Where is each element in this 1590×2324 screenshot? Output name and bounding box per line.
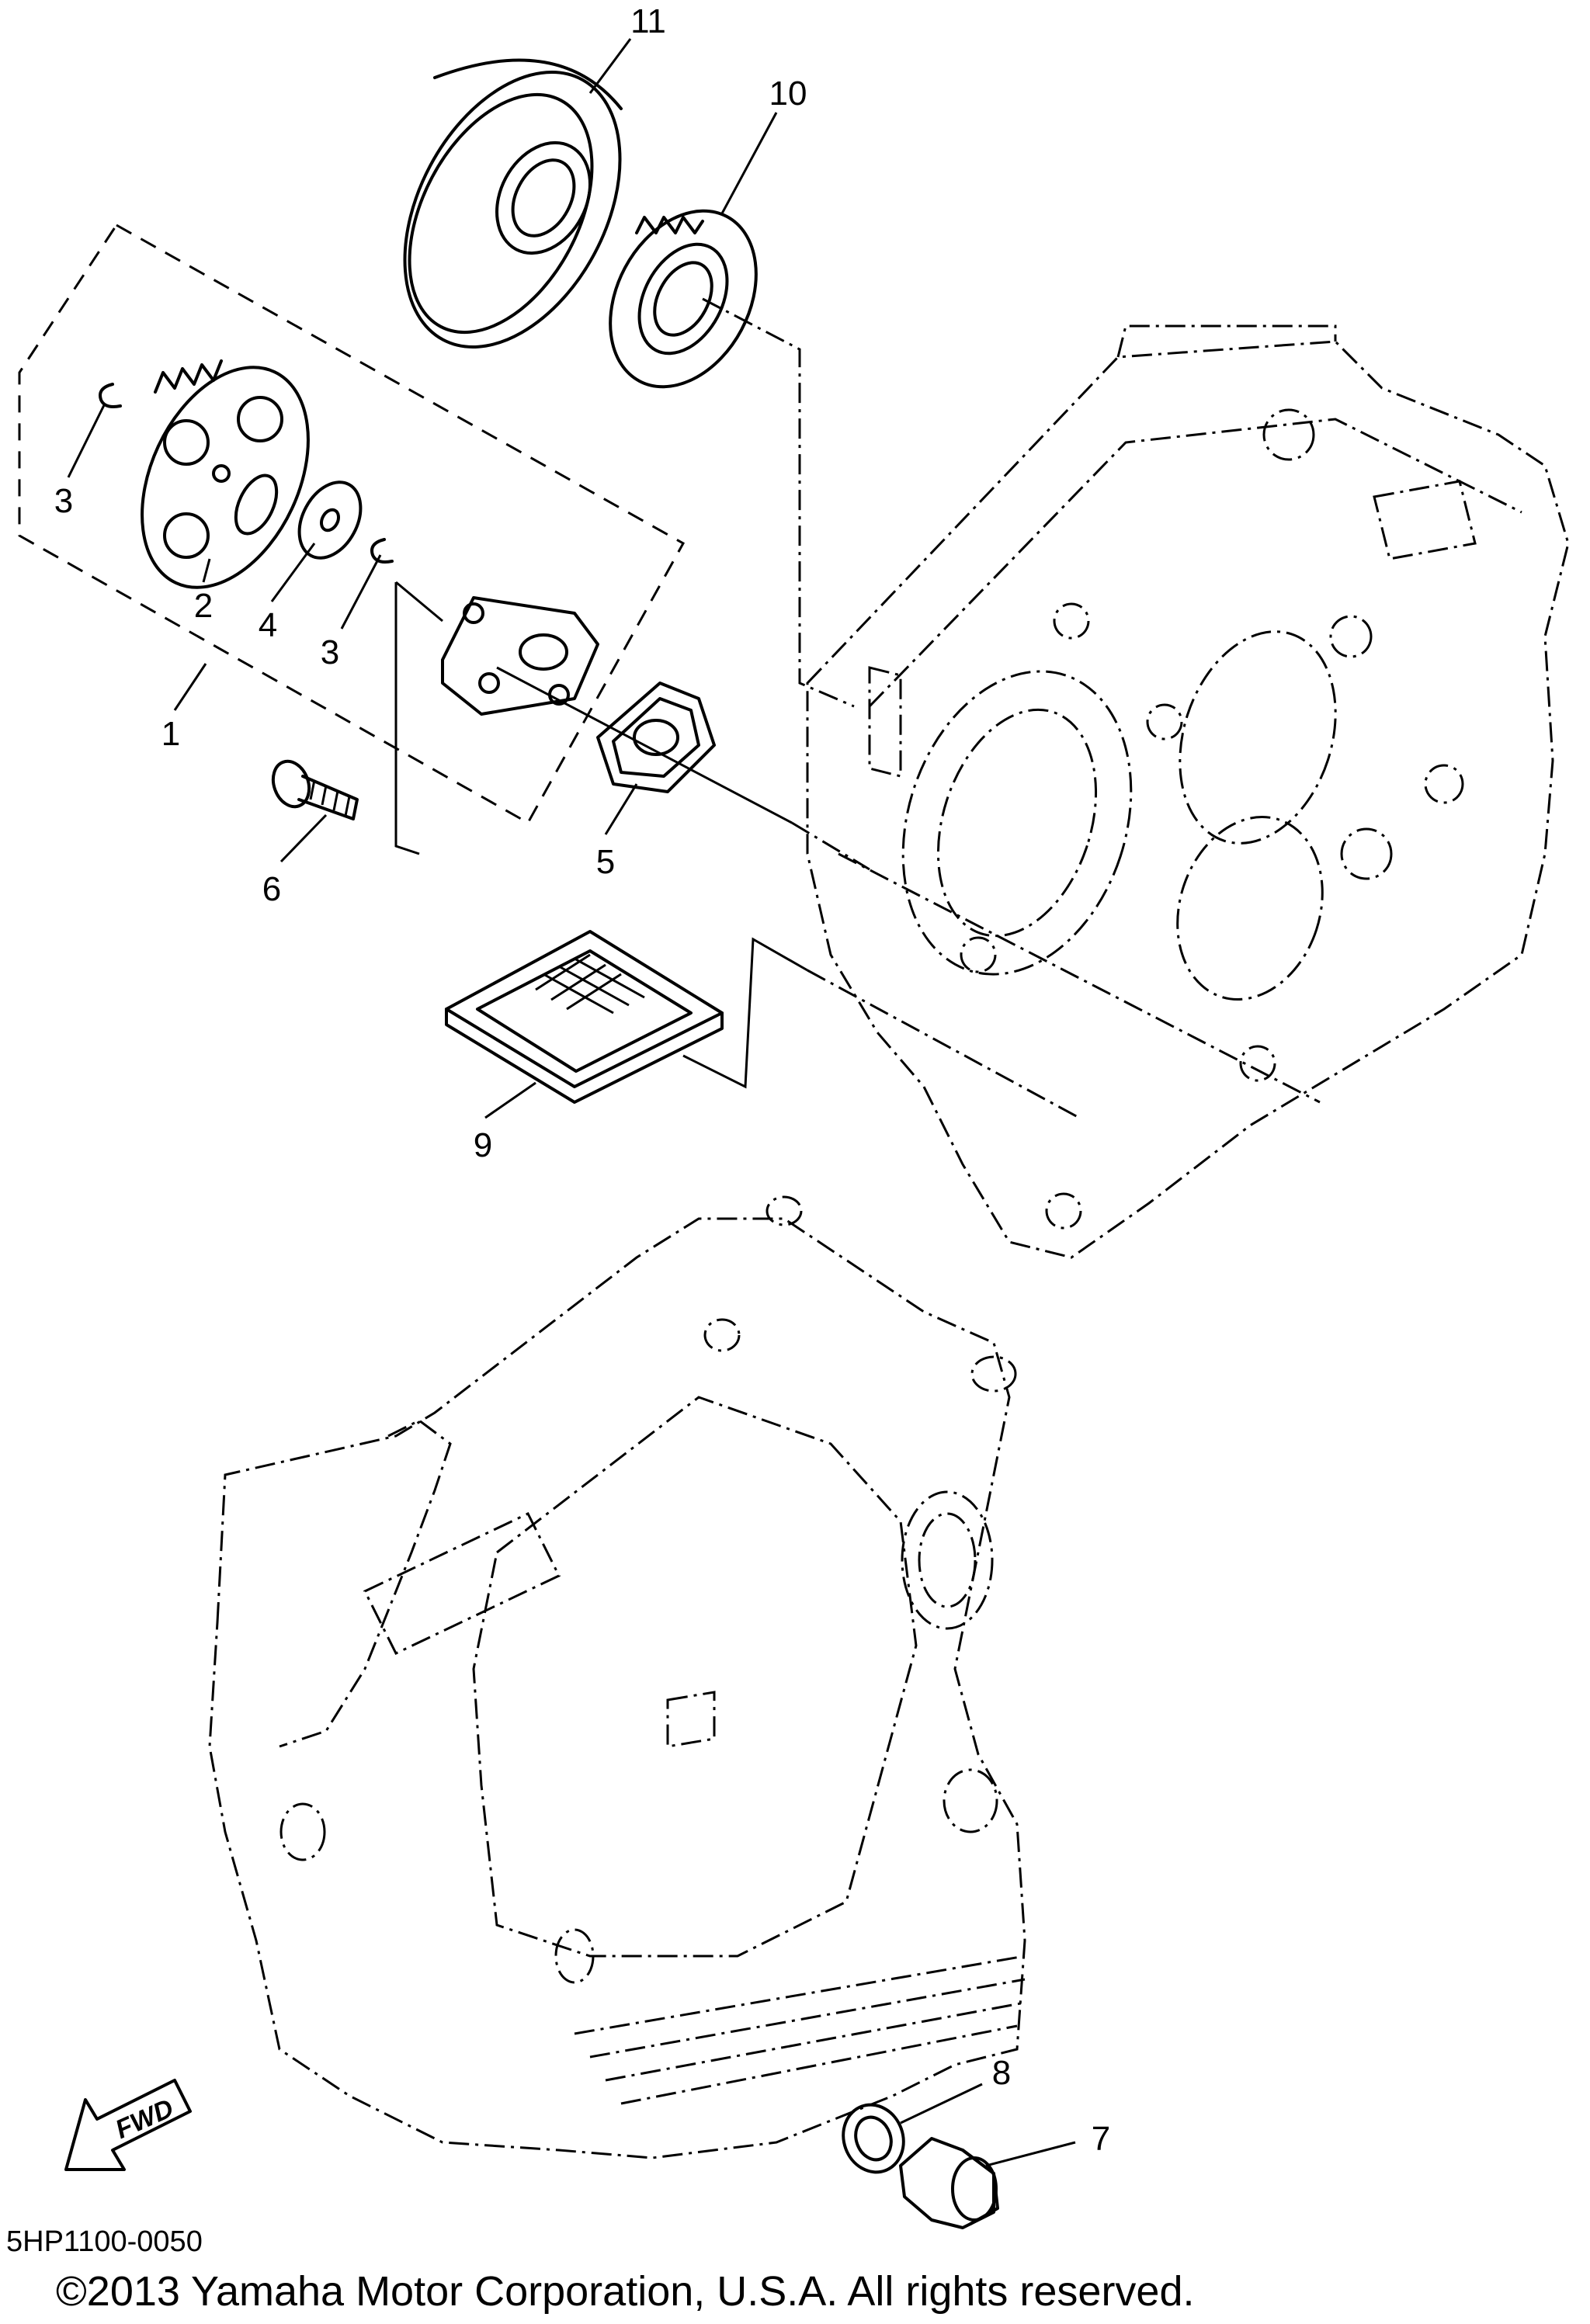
callout-10: 10 [769,75,807,113]
part-7-drain-bolt [899,2137,999,2229]
part-6-bolt [271,759,359,820]
part-8-washer [842,2103,905,2174]
leader-8 [900,2083,983,2125]
part-11-cover [403,58,623,349]
part-5-gasket [596,682,716,793]
fwd-arrow-icon: FWD [64,2079,192,2171]
copyright: ©2013 Yamaha Motor Corporation, U.S.A. A… [56,2268,1195,2315]
leader-9 [484,1081,536,1119]
callout-4: 4 [259,606,277,644]
part-10-gear [609,209,758,389]
leader-3a [67,403,106,478]
leader-4 [270,543,316,602]
leader-7 [985,2141,1076,2167]
leader-5 [604,783,638,835]
callout-1: 1 [161,715,180,753]
leader-11 [588,38,632,94]
leader-10 [720,112,778,214]
callout-7: 7 [1092,2120,1110,2158]
crankcase-left-half [208,1195,1026,2159]
alignment-line-case [838,852,1321,1104]
part-2-pump-rotor [141,359,310,589]
part-3-clip-right [370,538,394,564]
part-3-clip-left [99,383,122,408]
alignment-line-strainer [682,937,808,1089]
alignment-line-gear [702,297,855,708]
callout-3-left: 3 [54,482,73,520]
alignment-line-gasket [496,666,793,824]
crankcase-right-half [806,324,1570,1259]
leader-2 [202,558,211,583]
leader-6 [279,813,328,863]
alignment-line-strainer-2 [807,969,1080,1119]
callout-11: 11 [630,2,666,40]
fwd-label: FWD [111,2093,178,2145]
callout-8: 8 [992,2054,1011,2092]
part-4-washer [297,480,363,560]
callout-5: 5 [596,843,615,881]
part-9-strainer [445,930,724,1104]
oil-pump-assembly-boundary [18,224,686,825]
callout-9: 9 [474,1126,492,1164]
part-code: 5HP1100-0050 [6,2225,203,2258]
leader-1 [173,663,207,711]
alignment-line-housing [394,582,420,855]
callout-2: 2 [194,587,213,625]
pump-housing [441,596,599,716]
leader-3b [340,554,382,630]
callout-3-right: 3 [321,633,339,671]
alignment-line-gasket-2 [791,821,870,871]
alignment-line-housing-2 [395,581,443,623]
callout-6: 6 [262,870,281,908]
